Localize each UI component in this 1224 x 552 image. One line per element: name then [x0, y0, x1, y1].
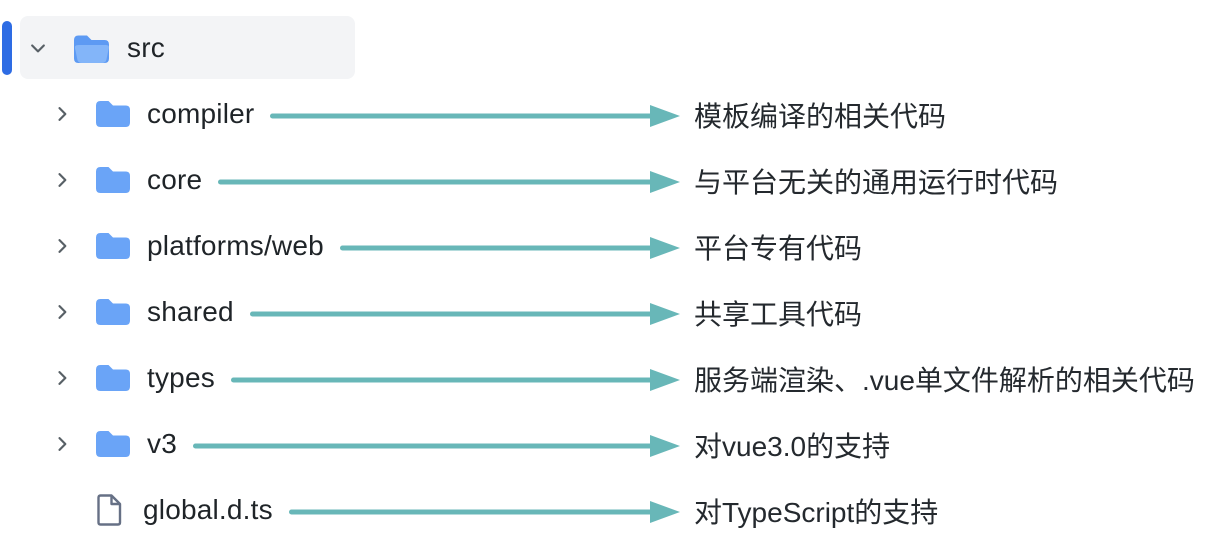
annotation-text: 服务端渲染、.vue单文件解析的相关代码 [694, 365, 1195, 396]
chevron-right-icon[interactable] [52, 302, 72, 322]
tree-item-label: types [147, 362, 215, 393]
folder-icon [94, 99, 130, 129]
selection-accent-bar [2, 21, 12, 75]
folder-icon [94, 363, 130, 393]
folder-open-icon [72, 33, 110, 64]
annotation-text: 模板编译的相关代码 [694, 101, 947, 132]
tree-row-v3[interactable]: v3 对vue3.0的支持 [0, 411, 1224, 477]
annotation-arrow [218, 170, 680, 194]
annotation-arrow [270, 104, 680, 128]
chevron-right-icon[interactable] [52, 170, 72, 190]
annotation-text: 平台专有代码 [694, 233, 863, 264]
tree-item-label: v3 [147, 428, 177, 459]
annotation-arrow [193, 434, 681, 458]
folder-icon [94, 429, 130, 459]
annotation-arrow [250, 302, 681, 326]
tree-row-shared[interactable]: shared 共享工具代码 [0, 279, 1224, 345]
tree-row-compiler[interactable]: compiler 模板编译的相关代码 [0, 81, 1224, 147]
annotation-arrow [340, 236, 681, 260]
annotation-text: 对vue3.0的支持 [694, 431, 891, 462]
tree-item-label: shared [147, 296, 234, 327]
annotation-arrow [231, 368, 681, 392]
chevron-right-icon[interactable] [52, 368, 72, 388]
file-icon [94, 493, 124, 527]
tree-row-global-d-ts[interactable]: global.d.ts 对TypeScript的支持 [0, 477, 1224, 543]
tree-row-src[interactable]: src [0, 15, 1224, 81]
annotation-text: 与平台无关的通用运行时代码 [694, 167, 1059, 198]
tree-item-label: global.d.ts [143, 494, 273, 525]
chevron-right-icon[interactable] [52, 104, 72, 124]
annotation-text: 对TypeScript的支持 [694, 497, 939, 528]
tree-item-label: src [127, 32, 165, 63]
folder-icon [94, 297, 130, 327]
tree-item-label: core [147, 164, 203, 195]
annotation-arrow [289, 500, 681, 524]
folder-icon [94, 231, 130, 261]
annotation-text: 共享工具代码 [694, 299, 863, 330]
tree-row-types[interactable]: types 服务端渲染、.vue单文件解析的相关代码 [0, 345, 1224, 411]
folder-icon [94, 165, 130, 195]
chevron-right-icon[interactable] [52, 236, 72, 256]
tree-row-platforms-web[interactable]: platforms/web 平台专有代码 [0, 213, 1224, 279]
tree-row-core[interactable]: core 与平台无关的通用运行时代码 [0, 147, 1224, 213]
tree-item-label: platforms/web [147, 230, 324, 261]
chevron-right-icon[interactable] [52, 434, 72, 454]
tree-item-label: compiler [147, 98, 255, 129]
chevron-down-icon[interactable] [28, 38, 48, 58]
